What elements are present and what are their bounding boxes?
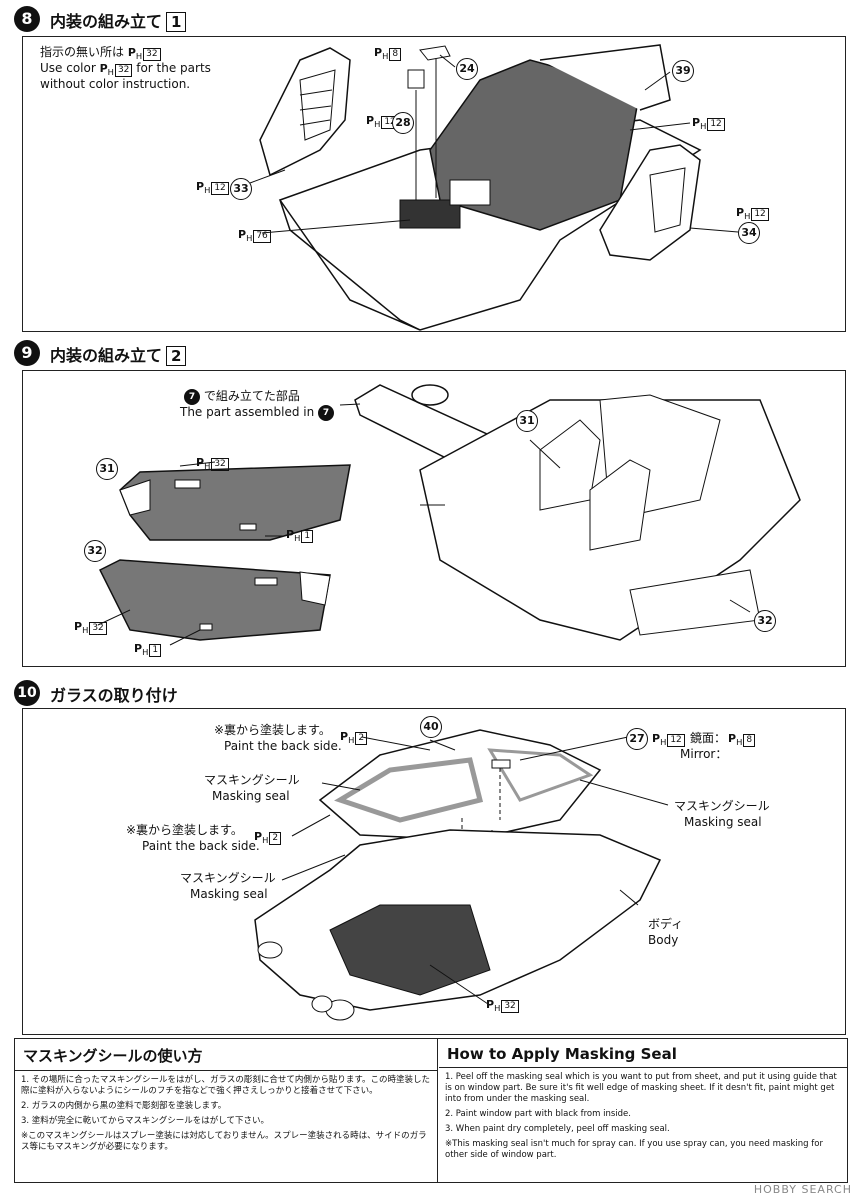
step-10-mask-jp-3: マスキングシール [674,799,770,813]
step-9-number: 9 [14,340,40,366]
step-10-back-jp-1: ※裏から塗装します。 [214,723,331,737]
step-10-back-jp-2: ※裏から塗装します。 [126,823,243,837]
notes-en-column: How to Apply Masking Seal 1. Peel off th… [439,1039,847,1182]
step-10-mask-en-3: Masking seal [684,815,762,829]
watermark-logo: HOBBY SEARCH [753,1183,852,1196]
step-8-box: 1 [166,12,187,32]
step-8-number: 8 [14,6,40,32]
notes-en-3: 3. When paint dry completely, peel off m… [445,1124,670,1134]
step-8-note-en-2: without color instruction. [40,77,191,91]
step-8-part-33: 33 [230,178,252,200]
step-9-ref-en: The part assembled in 7 [180,404,335,421]
notes-en-2: 2. Paint window part with black from ins… [445,1109,631,1119]
step-10-back-en-2: Paint the back side. [142,839,260,853]
step-9-door-31: 31 [96,458,118,480]
step-10-title: ガラスの取り付け [50,686,178,705]
notes-jp-4: ※このマスキングシールはスプレー塗装には対応しておりません。スプレー塗装される時… [21,1131,427,1152]
step-10-mask-jp-2: マスキングシール [180,871,276,885]
step-10-part-27: 27 [626,728,648,750]
masking-seal-notes: マスキングシールの使い方 1. その場所に合ったマスキングシールをはがし、ガラス… [14,1038,848,1183]
step-9-box: 2 [166,346,187,366]
step-9-ref-jp: 7 で組み立てた部品 [184,388,300,405]
step-8-part-39: 39 [672,60,694,82]
step-8-title-text: 内装の組み立て [50,12,163,31]
step-9-title-text: 内装の組み立て [50,346,163,365]
step-10-number: 10 [14,680,40,706]
notes-jp-column: マスキングシールの使い方 1. その場所に合ったマスキングシールをはがし、ガラス… [15,1039,438,1182]
step-10-mask-en-1: Masking seal [212,789,290,803]
step-10-part-40: 40 [420,716,442,738]
step-10-back-en-1: Paint the back side. [224,739,342,753]
step-10-mask-en-2: Masking seal [190,887,268,901]
notes-en-4: ※This masking seal isn't much for spray … [445,1139,823,1160]
step-9-part-32: 32 [754,610,776,632]
step-10-body-jp: ボディ [648,917,684,931]
notes-jp-title: マスキングシールの使い方 [15,1039,437,1071]
step-10-mask-jp-1: マスキングシール [204,773,300,787]
step-8-part-24: 24 [456,58,478,80]
notes-en-title: How to Apply Masking Seal [439,1039,847,1068]
step-10-mirror-jp: 鏡面： [690,731,727,745]
notes-en-1: 1. Peel off the masking seal which is yo… [445,1072,837,1104]
step-9-door-32: 32 [84,540,106,562]
step-10-body-en: Body [648,933,679,947]
step-8-part-34: 34 [738,222,760,244]
notes-jp-1: 1. その場所に合ったマスキングシールをはがし、ガラスの彫刻に合せて内側から貼り… [21,1075,431,1096]
notes-jp-3: 3. 塗料が完全に乾いてからマスキングシールをはがして下さい。 [21,1116,270,1126]
step-9-part-31: 31 [516,410,538,432]
step-8-part-28: 28 [392,112,414,134]
step-10-mirror-en: Mirror： [680,747,728,761]
notes-jp-2: 2. ガラスの内側から黒の塗料で彫刻部を塗装します。 [21,1101,227,1111]
